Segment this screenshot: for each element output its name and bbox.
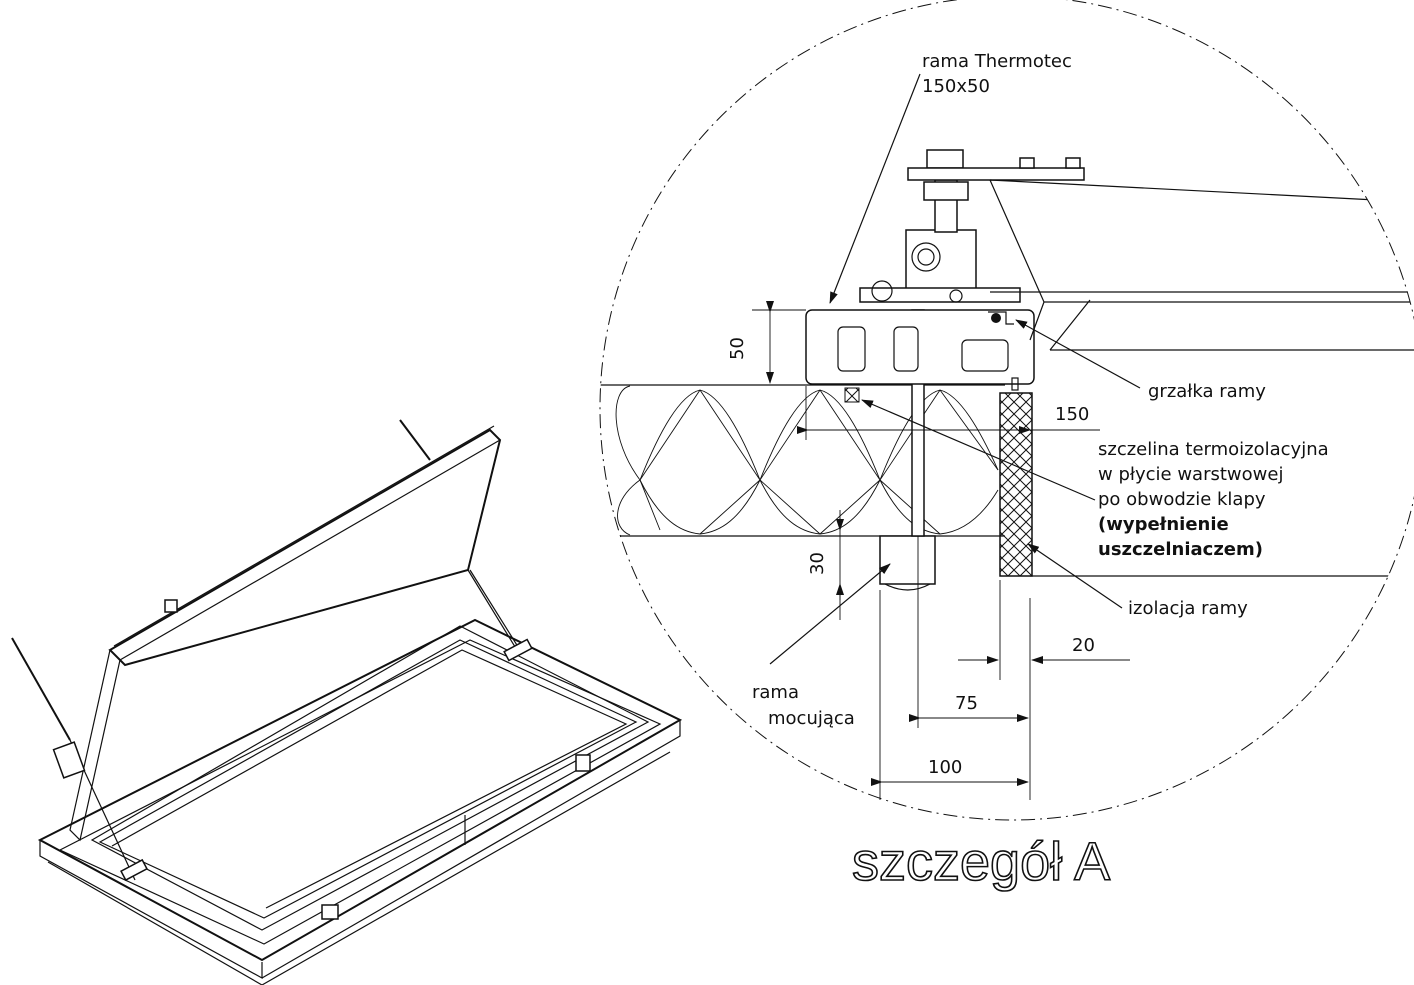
dimension-lines xyxy=(752,301,1130,800)
dim-50: 50 xyxy=(727,337,748,360)
frame-heater xyxy=(991,313,1001,323)
leader-lines xyxy=(769,73,1141,665)
label-frame-insulation: izolacja ramy xyxy=(1128,598,1248,619)
dim-150: 150 xyxy=(1055,404,1089,425)
dim-20: 20 xyxy=(1072,635,1095,656)
label-mount-frame-2: mocująca xyxy=(768,708,855,729)
label-gap-2: w płycie warstwowej xyxy=(1098,464,1283,485)
label-mount-frame-1: rama xyxy=(752,682,799,703)
dim-75: 75 xyxy=(955,693,978,714)
sandwich-panel xyxy=(600,384,1005,537)
label-gap-5: uszczelniaczem) xyxy=(1098,539,1263,560)
dim-100: 100 xyxy=(928,757,962,778)
label-frame-name-2: 150x50 xyxy=(922,76,990,97)
detail-section xyxy=(600,149,1414,591)
detail-title: szczegół A xyxy=(852,832,1110,892)
label-frame-name-1: rama Thermotec xyxy=(922,51,1072,72)
detail-circle xyxy=(599,0,1414,821)
label-gap-4: (wypełnienie xyxy=(1098,514,1229,535)
label-gap-3: po obwodzie klapy xyxy=(1098,489,1266,510)
frame-insulation-block xyxy=(999,392,1033,577)
dim-30: 30 xyxy=(807,552,828,575)
label-heater: grzałka ramy xyxy=(1148,381,1266,402)
hatch-isometric-view xyxy=(11,419,683,985)
label-gap-1: szczelina termoizolacyjna xyxy=(1098,439,1329,460)
